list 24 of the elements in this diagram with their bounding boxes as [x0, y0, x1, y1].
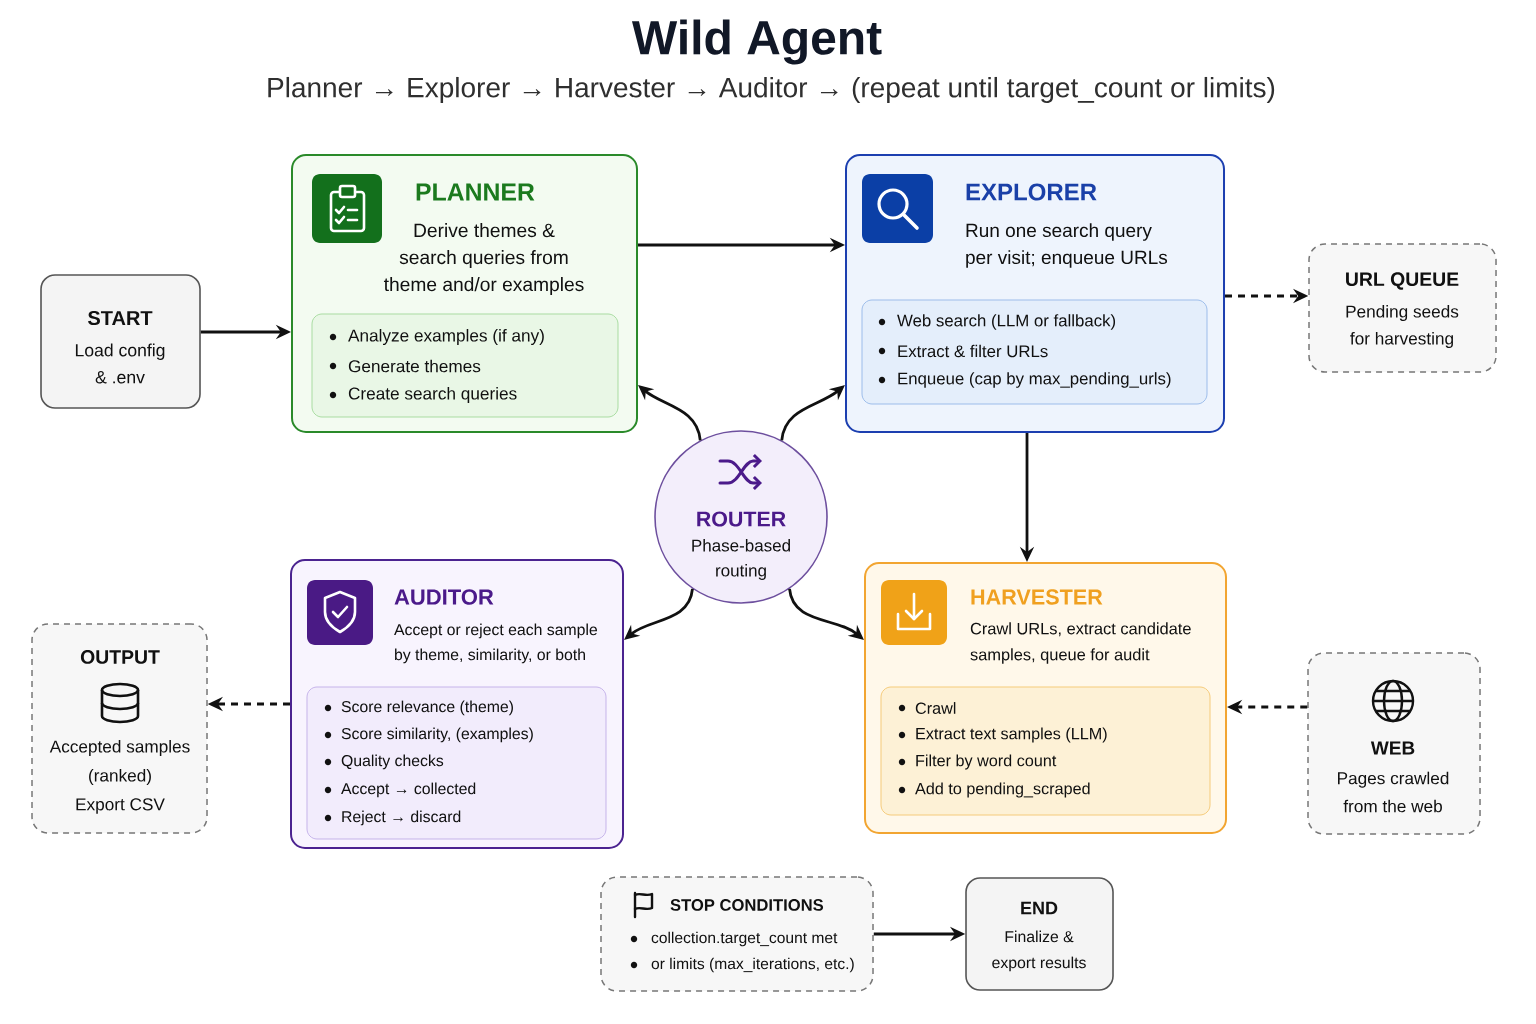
node-label: Crawl [915, 702, 956, 714]
node-label: Extract text samples (LLM) [916, 727, 1107, 743]
node-label: OUTPUT [80, 650, 160, 664]
bullet-list: Score relevance (theme) Score similarity, (examples) Quality checks Accept → collected Reject → discard [306, 686, 607, 840]
bullet-list: Crawl Extract text samples (LLM) Filter by word count Add to pending_scraped [880, 686, 1211, 816]
node-label: Score relevance (theme) [341, 700, 513, 716]
node-label: Quality checks [341, 754, 444, 770]
queue-box: URL QUEUE Pending seeds for harvesting [1308, 243, 1497, 373]
bullet-list: Analyze examples (if any) Generate themes Create search queries [311, 313, 619, 418]
conditions-box: STOP CONDITIONS collection.target_count met or limits (max_iterations, etc.) [600, 876, 874, 992]
source-box: WEB Pages crawled from the web [1307, 652, 1481, 835]
start-box: START Load config & .env [40, 274, 201, 409]
output-box: OUTPUT Accepted samples (ranked) Export CSV [31, 623, 208, 834]
node-label: Accepted samples (ranked) [49, 739, 190, 786]
node-label: Export CSV [76, 798, 165, 814]
node-label: Reject → discard [342, 810, 461, 826]
node-label: Filter by word count [916, 754, 1057, 770]
title: Wild Agent [631, 19, 882, 65]
bullet-list: Web search (LLM or fallback) Extract & filter URLs Enqueue (cap by max_pending_urls) [861, 299, 1208, 405]
node-label: Add to pending_scraped [915, 782, 1090, 798]
subtitle: Planner → Explorer → Harvester → Auditor → (repeat until target_count or limits) [268, 76, 1275, 104]
node-label: Accept → collected [341, 782, 476, 798]
node-label: Score similarity, (examples) [341, 727, 533, 743]
end-box: END Finalize & export results [965, 877, 1114, 991]
